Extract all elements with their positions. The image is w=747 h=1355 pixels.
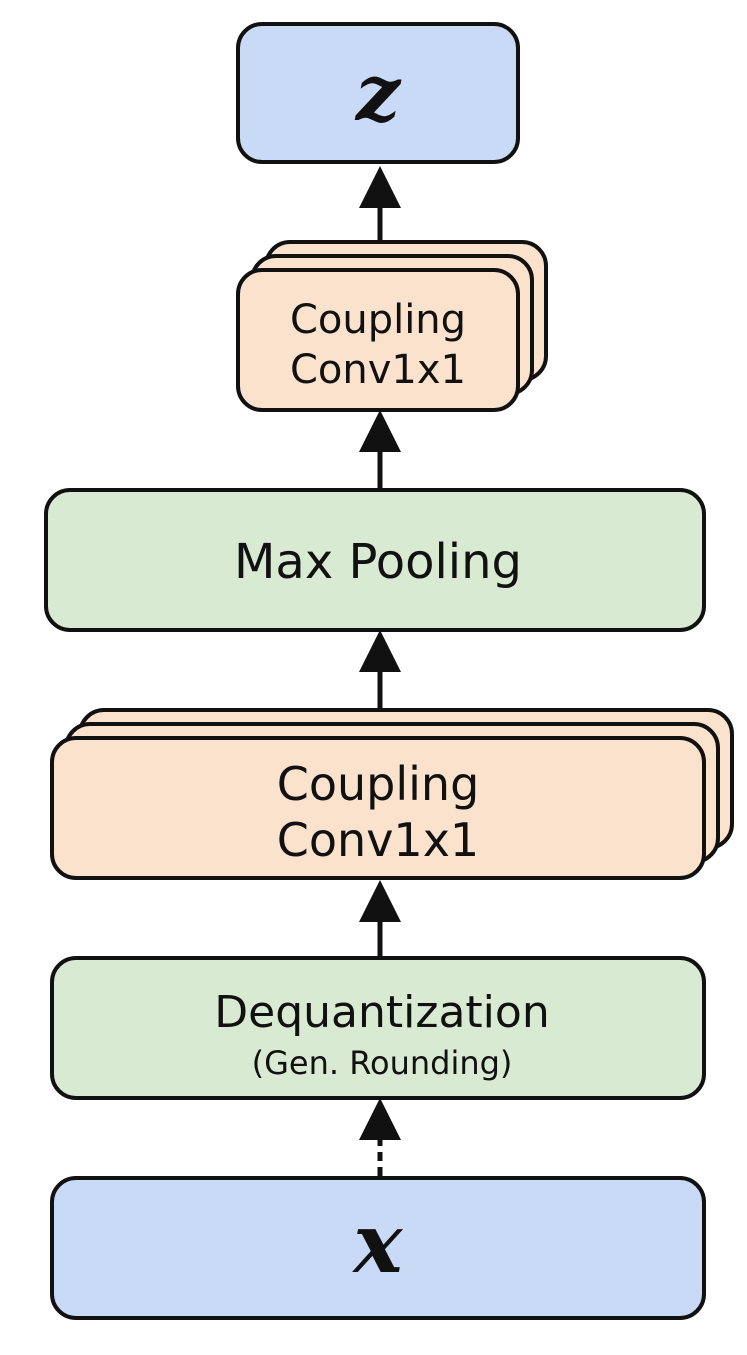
max-pooling-block: Max Pooling	[44, 488, 706, 632]
arrow-coupling-to-output	[359, 166, 401, 240]
dequantization-sublabel: (Gen. Rounding)	[252, 1044, 513, 1082]
coupling-top-line2: Conv1x1	[290, 347, 466, 393]
arrow-pooling-to-coupling	[359, 410, 401, 490]
dequantization-block: Dequantization (Gen. Rounding)	[50, 956, 706, 1100]
max-pooling-label: Max Pooling	[234, 534, 522, 590]
dequantization-label: Dequantization	[214, 987, 549, 1038]
coupling-block-bottom: Coupling Conv1x1	[50, 708, 734, 880]
arrow-coupling-to-pooling	[359, 630, 401, 710]
arrow-input-to-dequantization	[359, 1098, 401, 1176]
coupling-top-line1: Coupling	[290, 297, 466, 343]
coupling-bottom-line2: Conv1x1	[277, 813, 479, 867]
output-label: z	[354, 48, 402, 139]
input-label: x	[352, 1196, 404, 1292]
input-block: x	[50, 1176, 706, 1320]
arrow-dequantization-to-coupling	[359, 880, 401, 958]
coupling-bottom-line1: Coupling	[277, 757, 480, 811]
coupling-block-top: Coupling Conv1x1	[236, 240, 548, 412]
output-block: z	[236, 22, 520, 164]
